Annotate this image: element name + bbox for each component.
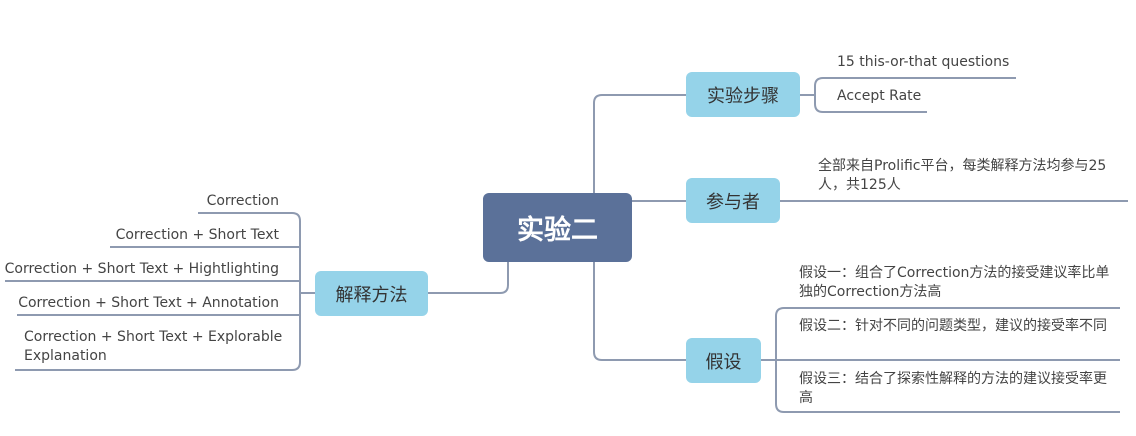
topic-participants-label: 参与者 (706, 191, 760, 213)
subtopic-hypothesis-1[interactable]: 假设一：组合了Correction方法的接受建议率比单独的Correction方… (799, 265, 1110, 300)
topic-methods[interactable]: 解释方法 (315, 271, 428, 316)
subtopic-hypothesis-3[interactable]: 假设三：结合了探索性解释的方法的建议接受率更高 (799, 371, 1107, 406)
topic-participants[interactable]: 参与者 (686, 178, 780, 223)
topic-steps[interactable]: 实验步骤 (686, 72, 800, 117)
topic-methods-label: 解释方法 (335, 284, 408, 306)
subtopic-method-3[interactable]: Correction + Short Text + Hightlighting (4, 261, 279, 277)
subtopic-method-2[interactable]: Correction + Short Text (115, 227, 279, 243)
central-topic[interactable]: 实验二 (483, 193, 632, 262)
topic-hypotheses-label: 假设 (705, 351, 742, 373)
topic-steps-label: 实验步骤 (707, 85, 779, 107)
subtopic-participants-1[interactable]: 全部来自Prolific平台，每类解释方法均参与25人，共125人 (818, 158, 1107, 193)
subtopic-method-4[interactable]: Correction + Short Text + Annotation (18, 295, 279, 311)
subtopic-hypothesis-2[interactable]: 假设二：针对不同的问题类型，建议的接受率不同 (799, 318, 1107, 334)
subtopic-steps-2[interactable]: Accept Rate (837, 88, 922, 104)
topic-hypotheses[interactable]: 假设 (686, 338, 761, 383)
central-topic-label: 实验二 (517, 215, 598, 246)
subtopic-method-1[interactable]: Correction (206, 193, 279, 209)
subtopic-method-5[interactable]: Correction + Short Text + Explorable Exp… (24, 329, 283, 364)
subtopic-steps-1[interactable]: 15 this-or-that questions (837, 54, 1010, 70)
